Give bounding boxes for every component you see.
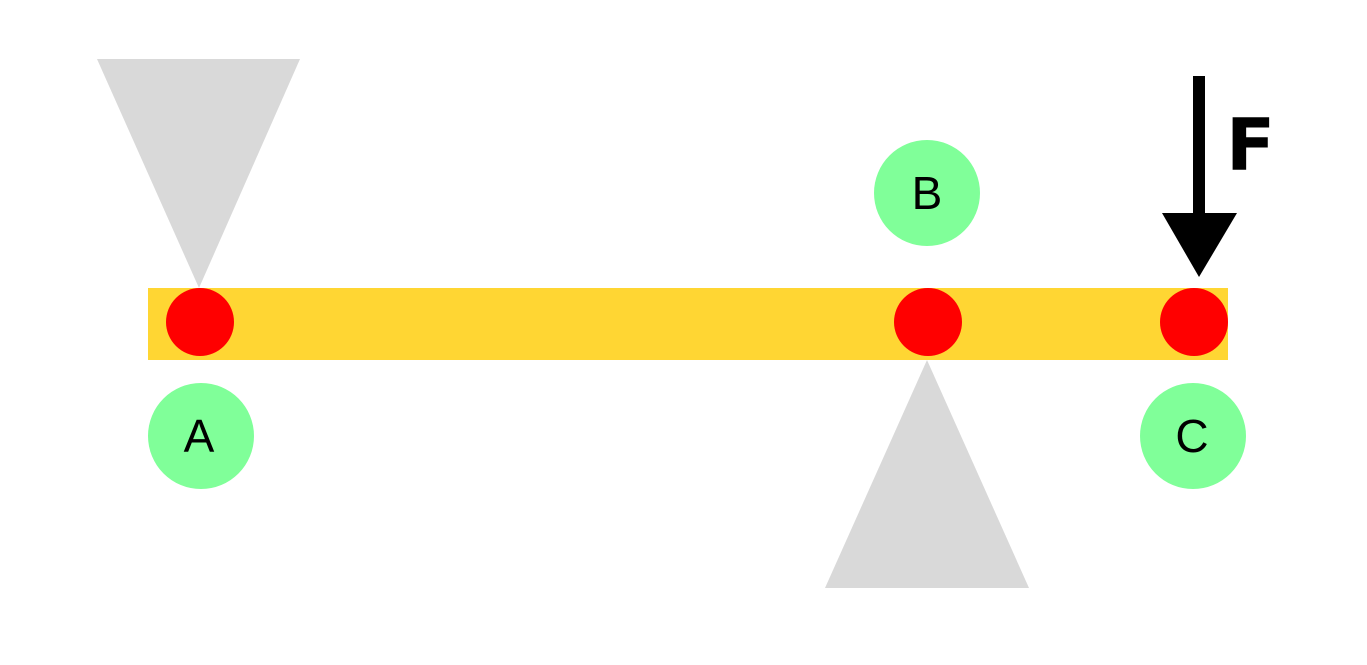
label-a: A [148, 383, 254, 489]
force-arrow-icon [1162, 76, 1237, 277]
label-a-text: A [184, 410, 215, 462]
support-bottom-b [825, 360, 1029, 588]
label-b-text: B [912, 167, 943, 219]
joint-b [894, 288, 962, 356]
support-top-a [97, 59, 300, 288]
label-b: B [874, 140, 980, 246]
joint-c [1160, 288, 1228, 356]
joint-a [166, 288, 234, 356]
beam [148, 288, 1228, 360]
label-c-text: C [1175, 410, 1208, 462]
label-c: C [1140, 383, 1246, 489]
force-label: F [1226, 103, 1275, 187]
